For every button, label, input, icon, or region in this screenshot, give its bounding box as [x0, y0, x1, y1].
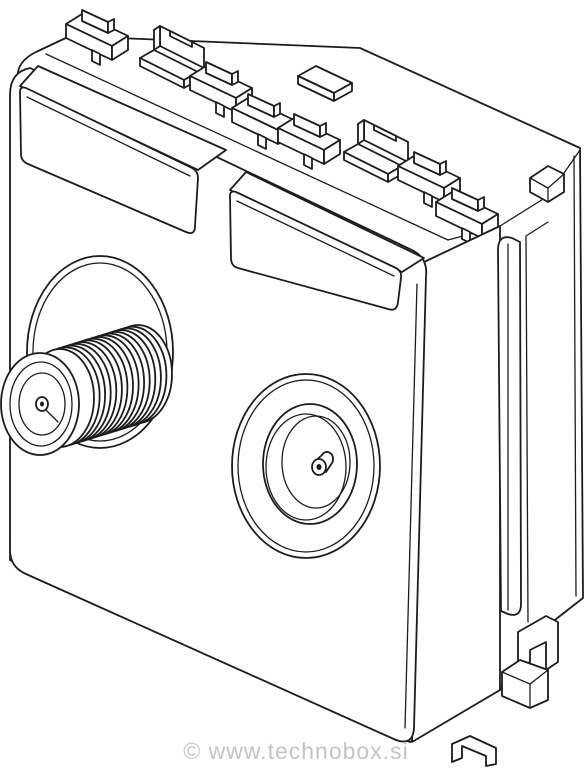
- iec-connector-recess-inner: [237, 379, 375, 553]
- label-window-pane: [19, 86, 199, 235]
- iec-connector-socket-inner: [265, 413, 347, 521]
- bottom-latch: [451, 735, 497, 767]
- top-clips: [65, 9, 499, 244]
- label-window-pane: [229, 190, 403, 311]
- f-connector-pin-line: [43, 407, 59, 423]
- label-window-right: [229, 171, 425, 311]
- iec-connector: [231, 373, 381, 559]
- top-tab: [297, 65, 353, 102]
- f-connector-dielectric: [18, 372, 66, 436]
- side-latch-lower-edge: [501, 669, 549, 709]
- label-window-inner-edge: [26, 96, 191, 177]
- right-side: [411, 155, 577, 743]
- bottom-latches: [451, 615, 559, 767]
- f-connector-center-pin: [40, 401, 44, 407]
- bezel-top-back-edge: [45, 53, 449, 241]
- side-rail: [497, 236, 522, 616]
- front-face-right-bevel: [404, 283, 418, 729]
- top-right-clip-edge: [529, 173, 565, 203]
- top-right-clip: [529, 165, 565, 203]
- iec-connector-socket: [262, 403, 358, 525]
- side-latch-lower: [501, 659, 549, 709]
- side-panel-line: [525, 221, 549, 623]
- watermark-text: © www.technobox.si: [183, 738, 408, 764]
- f-connector: [0, 255, 174, 456]
- label-window-left: [19, 65, 227, 235]
- f-connector-inner-ring: [9, 361, 73, 447]
- iec-connector-socket-back: [281, 415, 351, 509]
- iec-connector-pin-tip: [316, 464, 322, 470]
- side-panel-back-line: [573, 155, 577, 597]
- label-window-inner-edge: [236, 200, 395, 277]
